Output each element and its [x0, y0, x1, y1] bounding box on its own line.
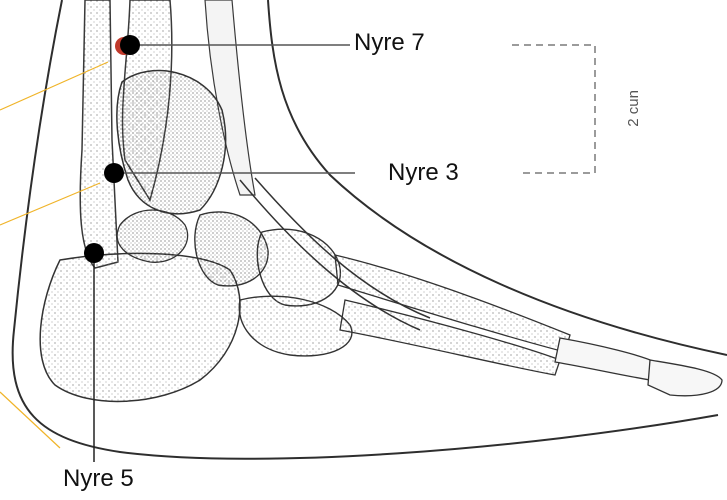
measurement-label: 2 cun [612, 90, 636, 134]
measurement-text: 2 cun [612, 90, 656, 127]
label-nyre5: Nyre 5 [63, 465, 134, 493]
tibia [80, 0, 118, 268]
point-nyre7[interactable] [120, 35, 140, 55]
point-nyre3[interactable] [104, 163, 124, 183]
toe-phalanx-proximal [555, 338, 655, 380]
point-nyre5[interactable] [84, 243, 104, 263]
label-nyre7: Nyre 7 [354, 29, 425, 57]
skin-outline-front [268, 0, 727, 355]
cuneiform [257, 229, 340, 306]
meridian-line [0, 392, 60, 448]
label-nyre3: Nyre 3 [388, 159, 459, 187]
measurement-bracket [512, 45, 595, 173]
cuboid [239, 296, 352, 356]
toe-phalanx-distal [648, 360, 722, 396]
talus [117, 71, 226, 214]
